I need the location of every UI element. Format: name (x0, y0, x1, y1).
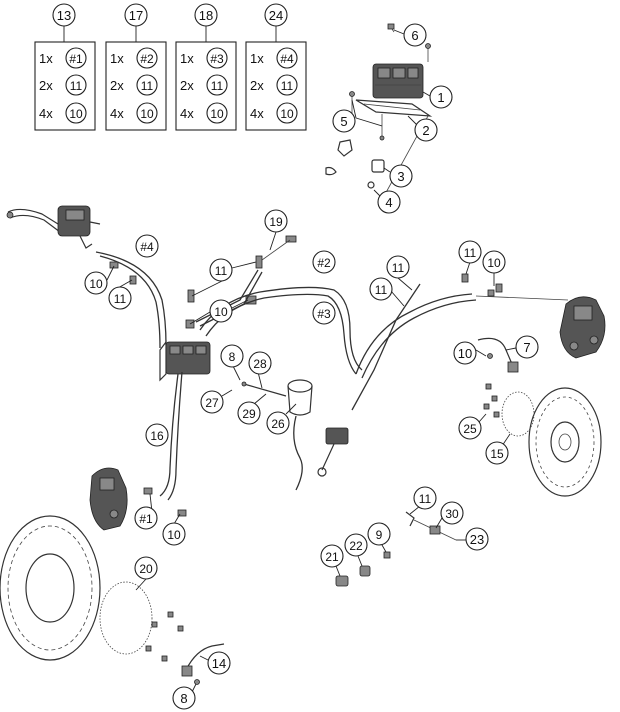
callout-label: 16 (150, 429, 164, 443)
kit-ref: 10 (140, 107, 154, 121)
kit-ref: 10 (280, 107, 294, 121)
kit-ref: 10 (69, 107, 83, 121)
callout-label: 23 (470, 532, 484, 547)
kit-qty: 4x (180, 106, 194, 121)
callout-label: 9 (376, 528, 383, 542)
callout-label: 10 (214, 305, 228, 319)
callout-label: #4 (140, 240, 154, 254)
abs-modulator-drawing (159, 235, 297, 382)
kit-qty: 2x (110, 78, 124, 93)
rear-brake-disc-drawing (528, 387, 602, 497)
rear-brake-caliper-drawing (559, 296, 606, 359)
callout-label: 25 (463, 422, 477, 436)
kit-qty: 1x (180, 51, 194, 66)
abs-unit-top-drawing (325, 23, 433, 199)
kit-box-18: 18 1x #3 2x 11 4x 10 (175, 3, 237, 131)
front-brake-caliper-drawing (89, 467, 187, 531)
kit-qty: 2x (180, 78, 194, 93)
kit-box-17: 17 1x #2 2x 11 4x 10 (105, 3, 167, 131)
callout-label: 30 (445, 507, 459, 521)
callout-label: 29 (242, 407, 256, 421)
front-brake-disc-drawing (0, 515, 101, 661)
callout-label: 14 (212, 656, 226, 671)
kit-ref: 10 (210, 107, 224, 121)
callout-label: 5 (340, 114, 347, 129)
kit-qty: 2x (39, 78, 53, 93)
callout-label: 22 (349, 539, 363, 553)
kit-ref: 11 (70, 79, 83, 93)
callout-label: 3 (397, 169, 404, 184)
callout-label: 26 (271, 417, 285, 431)
kit-number: 17 (129, 8, 143, 23)
kit-box-13: 13 1x #1 2x 11 4x 10 (34, 3, 96, 131)
front-master-cylinder-drawing (6, 205, 137, 285)
kit-ref: #4 (280, 52, 294, 66)
kit-qty: 1x (39, 51, 53, 66)
kit-ref: #3 (210, 52, 224, 66)
callout-label: 11 (114, 292, 127, 306)
callout-label: 15 (490, 447, 504, 461)
kit-qty: 1x (110, 51, 124, 66)
callout-label: 11 (392, 261, 405, 275)
kit-ref: 11 (281, 79, 294, 93)
part-callouts: 6 1 5 2 3 4 19 #4 11 #2 (84, 23, 539, 710)
kit-ref: #2 (140, 52, 154, 66)
kit-number: 24 (269, 8, 283, 23)
callout-label: #1 (139, 512, 153, 526)
front-wheel-sensor-drawing (181, 643, 225, 685)
callout-label: 4 (385, 195, 392, 210)
kit-qty: 4x (39, 106, 53, 121)
callout-label: 19 (269, 215, 283, 229)
kit-qty: 2x (250, 78, 264, 93)
kit-qty: 1x (250, 51, 264, 66)
callout-label: 20 (139, 562, 153, 576)
callout-label: #3 (317, 307, 331, 321)
kit-qty: 4x (250, 106, 264, 121)
callout-label: 10 (487, 256, 501, 270)
kit-ref: 11 (211, 79, 224, 93)
front-sensor-ring-drawing (99, 581, 184, 662)
callout-label: 8 (180, 691, 187, 706)
rear-master-cylinder-drawing (241, 379, 349, 491)
callout-label: 1 (437, 90, 444, 105)
callout-label: 10 (89, 277, 103, 291)
kit-ref: 11 (141, 79, 154, 93)
callout-label: 11 (375, 283, 388, 297)
callout-label: 8 (229, 350, 236, 364)
kit-number: 13 (57, 8, 71, 23)
callout-label: 11 (464, 246, 477, 260)
callout-label: 21 (325, 550, 339, 564)
callout-label: 28 (253, 357, 267, 371)
callout-label: 10 (167, 528, 181, 542)
callout-label: #2 (317, 256, 331, 270)
callout-label: 10 (458, 346, 472, 361)
small-parts-drawing (335, 511, 457, 587)
rear-sensor-ring-drawing (483, 383, 535, 437)
callout-label: 6 (411, 28, 418, 43)
callout-label: 11 (215, 264, 228, 278)
kit-box-24: 24 1x #4 2x 11 4x 10 (245, 3, 307, 131)
callout-label: 11 (419, 492, 432, 506)
callout-label: 7 (523, 340, 530, 355)
kit-qty: 4x (110, 106, 124, 121)
rear-wheel-sensor-drawing (477, 337, 519, 373)
callout-label: 2 (422, 123, 429, 138)
kit-ref: #1 (69, 52, 83, 66)
callout-label: 27 (205, 396, 219, 410)
kit-number: 18 (199, 8, 213, 23)
